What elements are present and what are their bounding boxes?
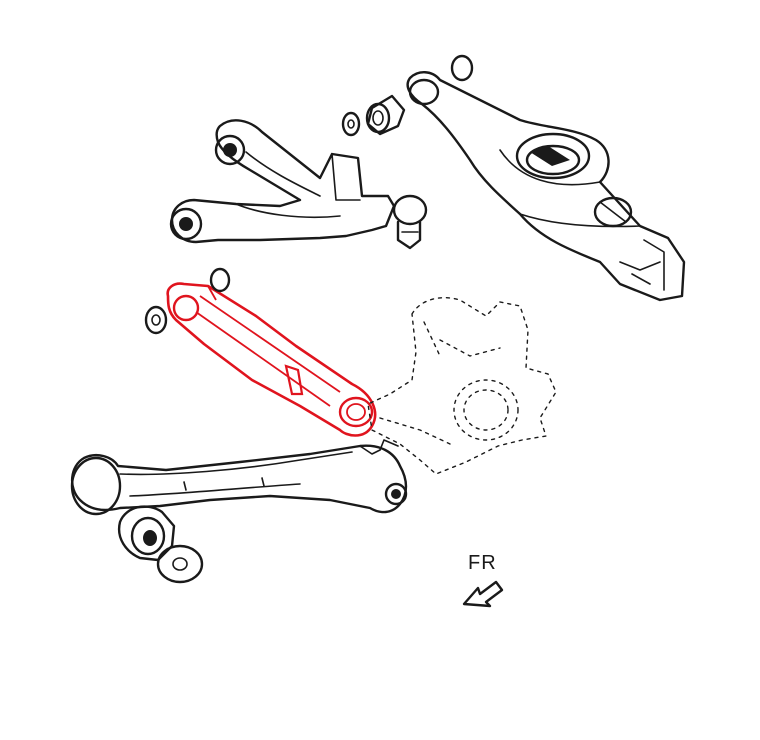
front-direction-arrow: [462, 580, 504, 608]
upper-bushing-set: [365, 94, 406, 136]
washer-link-left: [144, 305, 168, 335]
trailing-arm-bushing: [117, 505, 176, 562]
highlighted-lateral-link: [166, 282, 377, 437]
front-direction-label: FR: [468, 552, 497, 574]
washer-top-left: [341, 111, 361, 137]
lower-control-arm: [406, 71, 686, 302]
upper-control-arm: [169, 119, 428, 250]
knuckle-hub: [367, 296, 557, 475]
washer-link-right: [209, 267, 231, 293]
washer-top-left-hole: [347, 119, 355, 129]
washer-bottom-hole: [172, 557, 188, 571]
washer-bottom: [156, 544, 204, 584]
trailing-arm: [70, 439, 408, 516]
washer-link-left-hole: [151, 314, 161, 326]
washer-top-right: [450, 54, 474, 82]
